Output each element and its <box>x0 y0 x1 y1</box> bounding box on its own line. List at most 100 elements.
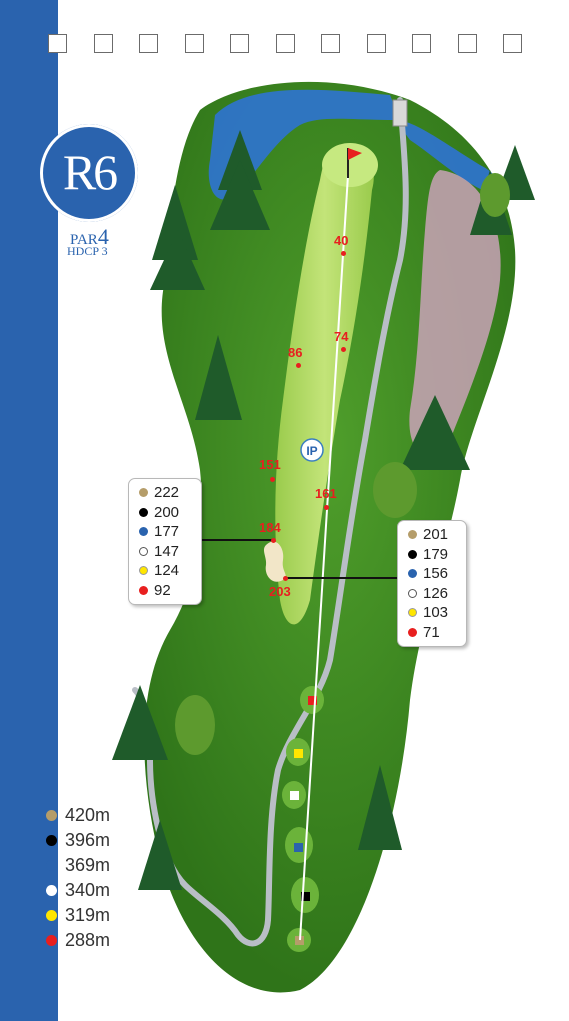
putting-green <box>322 143 378 187</box>
tee-color-dot <box>139 488 148 498</box>
tee-distance-legend: 420m 396m 369m 340m 319m 288m <box>46 803 110 953</box>
tee-color-dot <box>139 527 148 537</box>
tee-color-dot <box>46 910 57 921</box>
yardage-dot <box>271 538 276 543</box>
callout-row: 147 <box>139 542 193 562</box>
callout-row: 103 <box>408 603 458 623</box>
yardage-dot <box>324 505 329 510</box>
tee-color-dot <box>46 935 57 946</box>
callout-row: 177 <box>139 522 193 542</box>
score-box[interactable] <box>275 34 295 53</box>
yardage-marker: 86 <box>288 345 303 360</box>
score-box[interactable] <box>139 34 158 53</box>
flower-bed <box>409 170 501 456</box>
ip-marker <box>300 438 324 462</box>
tree-icon <box>150 230 205 290</box>
tee-distance-row: 319m <box>46 903 110 928</box>
hole-number: R6 <box>62 144 118 200</box>
tee-color-dot <box>408 608 417 618</box>
tree-icon <box>358 765 402 850</box>
score-box[interactable] <box>230 34 249 53</box>
tree-icon <box>152 185 198 260</box>
par-info: PAR4 <box>70 224 109 250</box>
tee-marker-icon <box>308 696 317 705</box>
tee-distance-row: 420m <box>46 803 110 828</box>
score-box[interactable] <box>184 34 204 53</box>
tee-color-dot <box>408 569 417 579</box>
tree-icon <box>373 462 417 518</box>
tee-color-dot <box>139 566 148 576</box>
distance-value: 71 <box>423 623 440 641</box>
tee-color-dot <box>139 507 148 517</box>
score-box[interactable] <box>503 34 522 53</box>
score-box[interactable] <box>366 34 386 53</box>
par-label: PAR <box>70 232 98 248</box>
distance-value: 179 <box>423 545 449 563</box>
yardage-dot <box>296 363 301 368</box>
yardage-marker: 151 <box>259 457 281 472</box>
callout-row: 222 <box>139 483 193 503</box>
yardage-marker: 40 <box>334 233 349 248</box>
score-box[interactable] <box>93 34 113 53</box>
distance-value: 222 <box>154 484 180 502</box>
callout-row: 71 <box>408 623 458 643</box>
score-box[interactable] <box>412 34 431 53</box>
distance-value: 147 <box>154 542 180 560</box>
yardage-marker: 184 <box>259 520 281 535</box>
tee-marker-icon <box>290 791 299 800</box>
distance-value: 156 <box>423 565 449 583</box>
distance-value: 201 <box>423 526 449 544</box>
tee-color-dot <box>408 627 417 637</box>
aim-line <box>299 174 349 941</box>
callout-row: 156 <box>408 564 458 584</box>
tee-distance: 319m <box>65 905 111 925</box>
right-distance-callout: 201 179 156 126 103 71 <box>397 520 467 647</box>
tee-marker-icon <box>301 892 310 901</box>
left-distance-callout: 222 200 177 147 124 92 <box>128 478 202 605</box>
tee-color-dot <box>408 530 417 540</box>
flag-icon <box>348 148 362 160</box>
tree-icon <box>138 820 182 890</box>
tee-color-dot <box>46 810 57 821</box>
yardage-marker: 161 <box>315 486 337 501</box>
tree-icon <box>480 173 510 217</box>
score-box[interactable] <box>321 34 340 53</box>
tee-distance-row: 369m <box>46 853 110 878</box>
yardage-marker: 74 <box>334 329 349 344</box>
distance-value: 200 <box>154 503 180 521</box>
tee-color-dot <box>46 835 57 846</box>
yardage-dot <box>283 576 288 581</box>
distance-value: 92 <box>154 581 171 599</box>
tee-marker-icon <box>295 936 304 945</box>
ip-label: IP <box>306 444 317 458</box>
fairway <box>275 147 374 625</box>
tee-distance: 340m <box>65 880 111 900</box>
score-box[interactable] <box>457 34 477 53</box>
callout-row: 201 <box>408 525 458 545</box>
distance-value: 177 <box>154 523 180 541</box>
yardage-marker: 203 <box>269 584 291 599</box>
tee-color-dot <box>46 885 57 896</box>
yardage-dot <box>341 347 346 352</box>
tee-color-dot <box>408 549 417 559</box>
tee-distance: 288m <box>65 930 111 950</box>
tree-icon <box>195 335 242 420</box>
tree-icon <box>400 395 470 470</box>
bunker-icon <box>263 541 286 582</box>
yardage-dot <box>270 477 275 482</box>
score-box[interactable] <box>48 34 67 53</box>
water-hazard <box>208 89 501 200</box>
tree-icon <box>210 160 270 230</box>
tee-color-dot <box>139 546 148 556</box>
distance-value: 124 <box>154 562 180 580</box>
tee-distance: 369m <box>65 855 111 875</box>
distance-value: 126 <box>423 584 449 602</box>
par-value: 4 <box>97 224 109 249</box>
callout-row: 126 <box>408 584 458 604</box>
callout-row: 92 <box>139 581 193 601</box>
tee-distance-row: 340m <box>46 878 110 903</box>
handicap-info: HDCP 3 <box>67 244 108 258</box>
callout-row: 200 <box>139 503 193 523</box>
tee-color-dot <box>46 860 57 871</box>
